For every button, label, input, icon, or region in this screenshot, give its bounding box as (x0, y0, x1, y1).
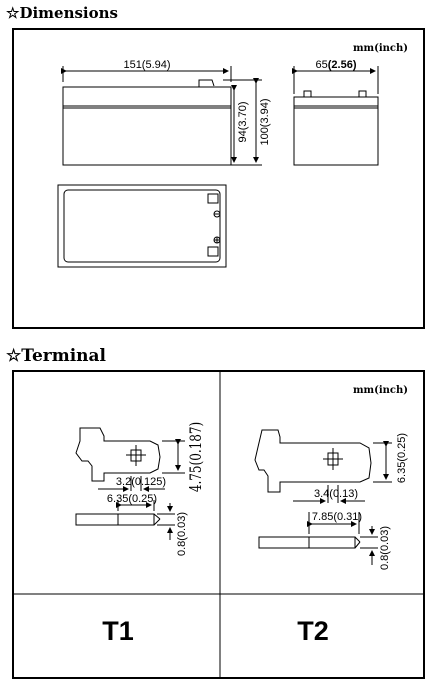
t1-thickness-label: 0.8(0.03) (176, 512, 188, 556)
t1-name: T1 (102, 616, 134, 646)
terminal-panel (12, 370, 425, 679)
width-dimension (292, 66, 379, 94)
t2-dimension-lines (293, 441, 392, 565)
battery-top-view (57, 184, 227, 268)
height-body-label: 94(3.70) (237, 102, 249, 143)
t1-terminal-drawing (75, 427, 161, 526)
dimensions-unit: mm(inch) (353, 43, 408, 54)
t2-height-label: 6.35(0.25) (396, 433, 408, 483)
t2-hole-label: 3.4(0.13) (314, 488, 358, 500)
t2-thickness-label: 0.8(0.03) (379, 526, 391, 570)
dimensions-panel (12, 28, 425, 329)
terminal-heading: ☆Terminal (6, 346, 106, 366)
height-total-label: 100(3.94) (259, 98, 271, 145)
battery-front-view (62, 79, 232, 166)
t2-width-label: 7.85(0.31) (312, 511, 362, 523)
length-dimension (61, 66, 232, 82)
t2-terminal-drawing (254, 429, 372, 549)
terminal-unit: mm(inch) (353, 385, 408, 396)
dimensions-heading: ☆Dimensions (6, 4, 118, 22)
battery-side-view (293, 90, 379, 166)
t1-width-label: 6.35(0.25) (107, 493, 157, 505)
t1-height-label: 4.75(0.187) (187, 422, 205, 492)
length-label: 151(5.94) (123, 59, 170, 71)
t2-name: T2 (297, 616, 329, 646)
height-dimensions (223, 78, 262, 166)
width-label: 65(2.56) (316, 59, 357, 71)
t1-dimension-lines (98, 439, 185, 540)
t1-hole-label: 3.2(0.125) (116, 476, 166, 488)
